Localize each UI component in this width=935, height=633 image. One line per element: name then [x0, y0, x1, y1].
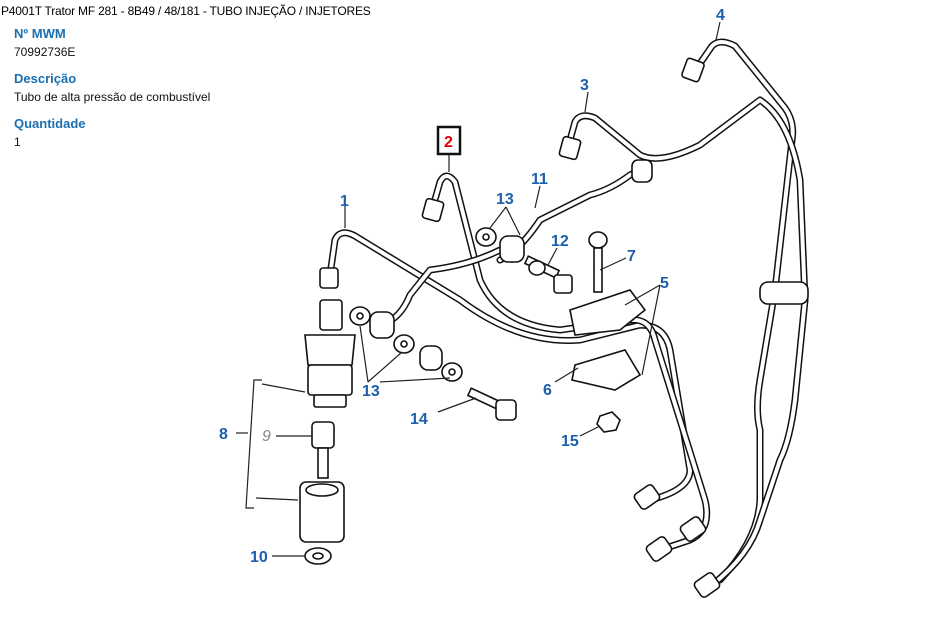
callout-14[interactable]: 14: [410, 411, 428, 428]
mwm-label: Nº MWM: [14, 26, 66, 41]
callout-8[interactable]: 8: [219, 426, 228, 443]
quantity-label: Quantidade: [14, 116, 86, 131]
diagram-drawing: 1 2 3 4 5 6 7 8 9 10 11 12 13 13 14 15: [219, 7, 809, 598]
bolt-7[interactable]: [588, 231, 608, 293]
callout-13-lower[interactable]: 13: [362, 383, 380, 400]
tube-2[interactable]: [428, 172, 711, 554]
callout-5[interactable]: 5: [660, 275, 669, 292]
tube-nuts: [319, 57, 721, 598]
callout-3[interactable]: 3: [580, 77, 589, 94]
bracket-8: [245, 379, 262, 509]
washer-10[interactable]: [304, 547, 332, 565]
selected-callout-box: [436, 125, 462, 156]
mwm-value: 70992736E: [14, 45, 76, 59]
leader-lines: [236, 21, 721, 557]
quantity-value: 1: [14, 135, 21, 149]
nut-15[interactable]: [596, 411, 621, 433]
nozzle-nut[interactable]: [299, 481, 345, 543]
injector-assembly[interactable]: [304, 299, 356, 408]
callout-1[interactable]: 1: [340, 193, 349, 210]
callout-6[interactable]: 6: [543, 382, 552, 399]
sealing-washers-13[interactable]: [349, 227, 546, 382]
callout-7[interactable]: 7: [627, 248, 636, 265]
description-label: Descrição: [14, 71, 77, 86]
nozzle-9[interactable]: [311, 421, 335, 479]
page-title: P4001T Trator MF 281 - 8B49 / 48/181 - T…: [1, 4, 371, 18]
description-value: Tubo de alta pressão de combustível: [14, 90, 211, 104]
tube-1[interactable]: [326, 229, 694, 504]
callout-11[interactable]: 11: [531, 171, 548, 188]
callout-4[interactable]: 4: [716, 7, 725, 24]
callout-12[interactable]: 12: [551, 233, 569, 250]
callout-9[interactable]: 9: [262, 428, 271, 445]
callout-15[interactable]: 15: [561, 433, 579, 450]
exploded-parts-diagram: 1 2 3 4 5 6 7 8 9 10 11 12 13 13 14 15: [200, 0, 935, 633]
tube-clamp[interactable]: [569, 281, 809, 391]
callout-10[interactable]: 10: [250, 549, 268, 566]
callout-2-selected[interactable]: 2: [444, 134, 453, 151]
callout-13-upper[interactable]: 13: [496, 191, 514, 208]
part-info-panel: Nº MWM 70992736E Descrição Tubo de alta …: [14, 25, 274, 160]
tube-3[interactable]: [566, 96, 809, 589]
banjo-bolt-14[interactable]: [466, 387, 517, 421]
